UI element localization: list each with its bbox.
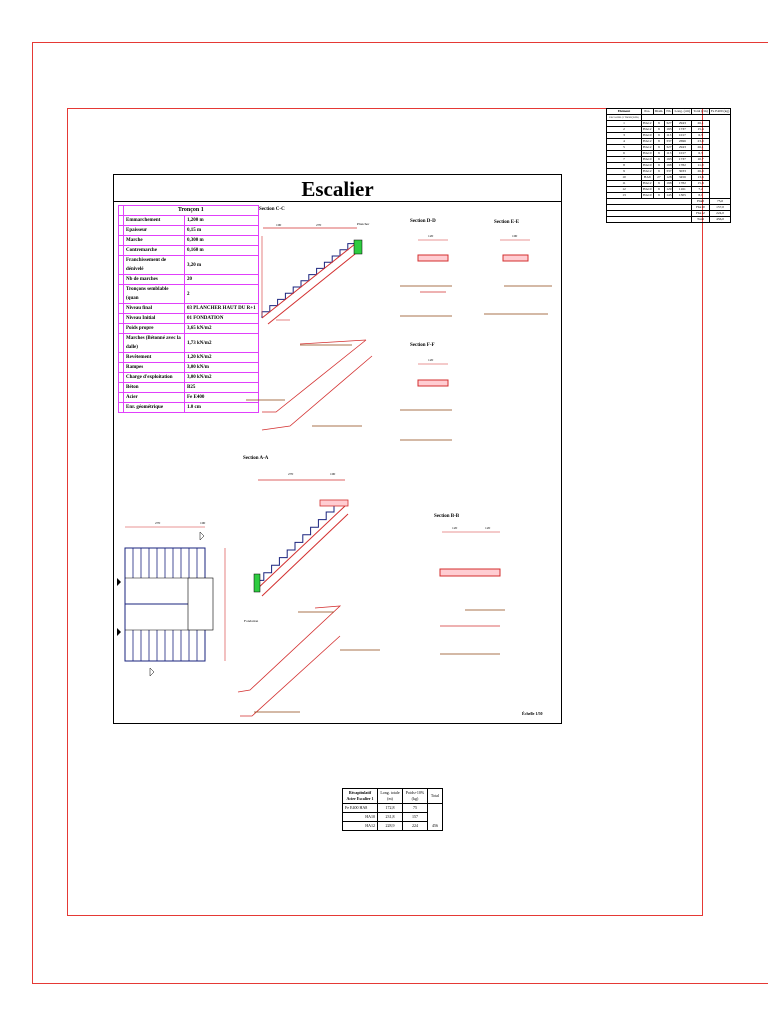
dim-cc-270: 270 bbox=[316, 223, 322, 227]
recap-w-1: 157 bbox=[402, 812, 428, 822]
recap-d1: HA10 bbox=[342, 812, 378, 822]
section-cc-drawing: 100 270 Plancher bbox=[261, 222, 370, 325]
param-label: Enr. géométrique bbox=[123, 402, 185, 413]
section-dd-label: Section D-D bbox=[410, 219, 436, 224]
steel-total-spacer bbox=[605, 216, 693, 223]
plan-view: 270 100 bbox=[117, 521, 226, 677]
frame-line-bottom bbox=[32, 983, 768, 984]
recap-len-0: 172,8 bbox=[377, 803, 403, 813]
element-name: ESCALIER (2 TRONÇONS) bbox=[609, 116, 639, 119]
recap-len-1: 231,8 bbox=[377, 812, 403, 822]
section-ee-drawing: 100 bbox=[484, 234, 552, 315]
param-value: 1.0 cm bbox=[184, 402, 259, 413]
recap-head-1: Récapitulatif Acier Escalier 1 bbox=[342, 788, 378, 804]
section-bb-drawing: 120 120 bbox=[439, 526, 505, 655]
recap-head-4: Total bbox=[427, 788, 443, 804]
frame-line-left bbox=[32, 42, 33, 984]
recap-steel: Fe E400 bbox=[345, 805, 359, 810]
recap-head-2: Long. totale (m) bbox=[377, 788, 403, 804]
stairs-aa bbox=[255, 503, 342, 588]
title-rule bbox=[114, 201, 561, 202]
recap-d2: HA12 bbox=[342, 821, 378, 831]
plan-treads bbox=[132, 548, 198, 661]
svg-text:120: 120 bbox=[428, 358, 434, 362]
recap-total: 456 bbox=[427, 803, 443, 831]
cc-bar-details bbox=[246, 339, 373, 431]
svg-text:100: 100 bbox=[512, 234, 518, 238]
scale-note: Échelle 1/50 bbox=[522, 711, 543, 716]
svg-text:270: 270 bbox=[288, 472, 294, 476]
recap-head-3: Poids+10% (kg) bbox=[402, 788, 428, 804]
svg-text:120: 120 bbox=[452, 526, 458, 530]
landing-support-cc bbox=[353, 239, 363, 255]
section-aa-drawing: 270 100 Fondation bbox=[244, 472, 349, 623]
recap-w-2: 224 bbox=[402, 821, 428, 831]
recap-steel-cell: Fe E400 HA8 bbox=[342, 803, 378, 813]
section-dd-drawing: 120 bbox=[400, 234, 452, 317]
svg-text:120: 120 bbox=[485, 526, 491, 530]
plancher-label-cc: Plancher bbox=[357, 222, 370, 226]
support-aa bbox=[253, 573, 261, 593]
section-ff-label: Section F-F bbox=[410, 343, 435, 348]
aa-bar-details bbox=[237, 605, 380, 717]
recap-d0: HA8 bbox=[359, 805, 368, 810]
svg-text:100: 100 bbox=[330, 472, 336, 476]
section-ee-label: Section E-E bbox=[494, 220, 520, 225]
section-aa-label: Section A-A bbox=[243, 456, 269, 461]
steel-total-value: 456,0 bbox=[708, 216, 732, 223]
th-long: Long. (cm) bbox=[672, 108, 693, 115]
section-ff-drawing: 120 bbox=[400, 358, 452, 441]
svg-text:270: 270 bbox=[155, 521, 161, 525]
svg-text:Fondation: Fondation bbox=[244, 619, 258, 623]
steel-detail-table: Elément Pos. Diam. Nb. Long. (cm) Total … bbox=[605, 108, 732, 223]
section-cc-label: Section C-C bbox=[259, 207, 285, 212]
section-bb-label: Section B-B bbox=[434, 514, 460, 519]
recap-table: Récapitulatif Acier Escalier 1 Long. tot… bbox=[342, 788, 443, 831]
frame-line-top bbox=[32, 42, 768, 43]
th-weight: Fe E400 (kg) bbox=[708, 108, 732, 115]
recap-w-0: 75 bbox=[402, 803, 428, 813]
dim-cc-100: 100 bbox=[276, 223, 282, 227]
svg-text:100: 100 bbox=[200, 521, 206, 525]
drawing-title: Escalier bbox=[301, 177, 374, 201]
dim-dd-120: 120 bbox=[428, 234, 434, 238]
recap-len-2: 228,9 bbox=[377, 821, 403, 831]
th-nb: Nb. bbox=[664, 108, 674, 115]
inner-frame bbox=[67, 108, 703, 916]
